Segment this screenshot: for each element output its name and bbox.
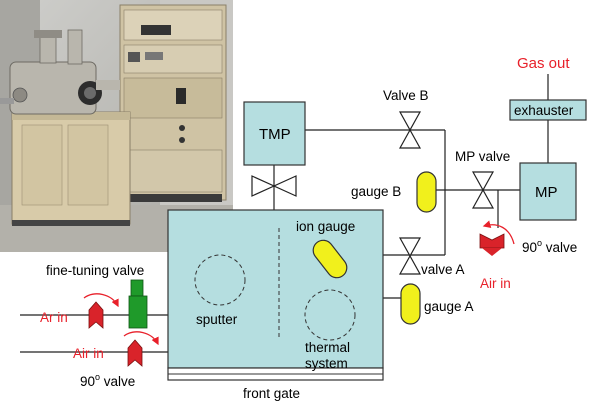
front-gate-label: front gate	[243, 386, 300, 401]
valve-a-label: valve A	[421, 262, 465, 277]
thermal-system-boat	[304, 289, 356, 341]
ar-in-valve-icon	[83, 293, 119, 329]
ion-gauge-icon	[312, 239, 348, 279]
mp-valve-icon	[471, 171, 495, 209]
vacuum-chamber-hardware	[0, 29, 120, 115]
valve-90-right-label: 90o valve	[522, 238, 577, 255]
sputter-target	[194, 254, 246, 306]
thermal-label-line2: system	[305, 356, 348, 371]
main-chamber	[167, 209, 384, 381]
fine-tuning-valve-label: fine-tuning valve	[46, 263, 144, 278]
ar-in-label: Ar in	[40, 310, 68, 325]
thermal-label-line1: thermal	[305, 340, 350, 355]
gauge-a-label: gauge A	[424, 299, 474, 314]
air-in-left-label: Air in	[73, 346, 104, 361]
equipment-rack	[119, 4, 227, 202]
fine-tuning-valve-icon	[128, 279, 148, 329]
mp-pump	[519, 162, 577, 221]
mp-valve-label: MP valve	[455, 149, 510, 164]
gauge-b-label: gauge B	[351, 184, 401, 199]
valve-90-left-label: 90o valve	[80, 372, 135, 389]
gas-out-label: Gas out	[517, 55, 570, 72]
tmp-label: TMP	[259, 126, 291, 143]
valve-b-icon	[398, 111, 422, 149]
sputter-label: sputter	[196, 312, 238, 327]
exhauster-label: exhauster	[514, 103, 574, 118]
air-in-right-label: Air in	[480, 276, 511, 291]
gauge-a-icon	[400, 283, 421, 325]
chamber-cabinet	[11, 111, 131, 226]
mp-label: MP	[535, 184, 558, 201]
valve-b-label: Valve B	[383, 88, 429, 103]
air-valve-right-icon	[479, 220, 515, 256]
ion-gauge-label: ion gauge	[296, 219, 355, 234]
tmp-pump	[243, 101, 306, 166]
gauge-b-icon	[416, 171, 437, 213]
air-in-left-valve-icon	[123, 331, 159, 367]
tmp-gate-valve	[251, 175, 297, 197]
valve-a-icon	[398, 237, 422, 275]
exhauster-unit	[509, 99, 587, 121]
